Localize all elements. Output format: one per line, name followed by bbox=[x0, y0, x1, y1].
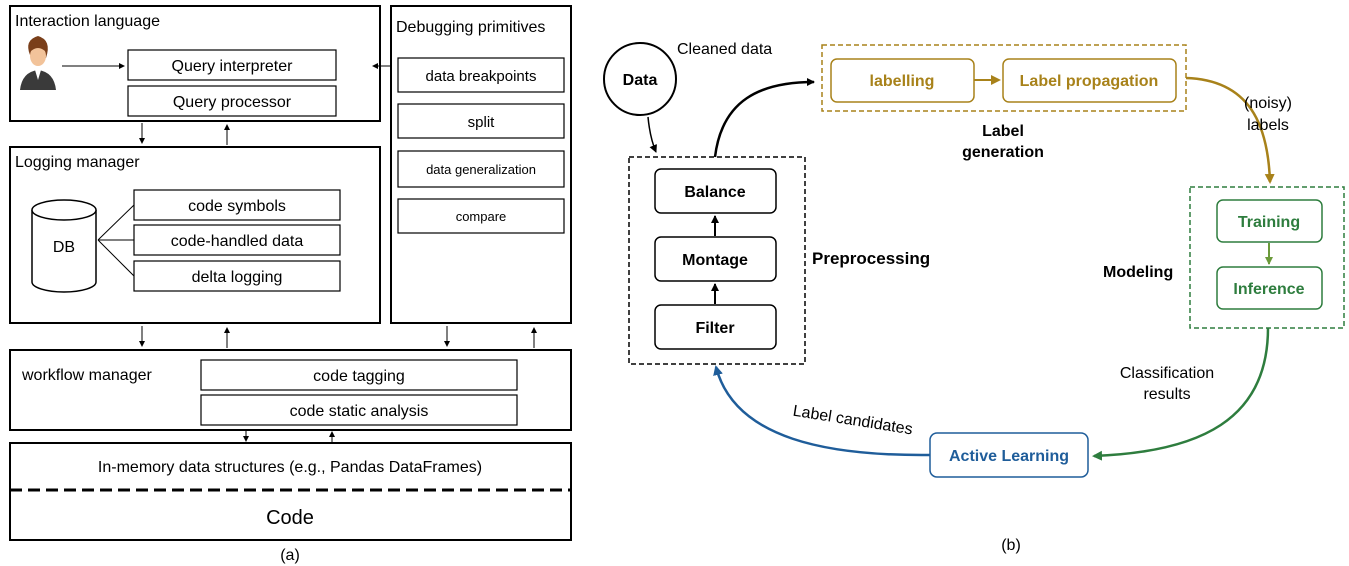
filter-node bbox=[654, 304, 777, 350]
active-learning-label: Active Learning bbox=[949, 448, 1069, 465]
interaction-language-title: Interaction language bbox=[15, 13, 160, 30]
results-to-active-learning-arrow bbox=[1092, 327, 1270, 461]
data-breakpoints-box bbox=[397, 57, 565, 93]
workflow-manager-title: workflow manager bbox=[21, 367, 153, 384]
data-generalization-box bbox=[397, 150, 565, 188]
code-symbols-label: code symbols bbox=[188, 198, 286, 215]
code-static-analysis-label: code static analysis bbox=[290, 403, 429, 420]
code-label: Code bbox=[266, 507, 314, 529]
data-node-label: Data bbox=[623, 72, 658, 89]
user-avatar-icon bbox=[20, 36, 56, 90]
noisy-labels-line1: (noisy) bbox=[1244, 95, 1292, 112]
code-handled-data-box bbox=[133, 224, 341, 256]
debugging-primitives-box: Debugging primitives data breakpoints sp… bbox=[390, 5, 572, 324]
workflow-manager-box: workflow manager code tagging code stati… bbox=[9, 349, 572, 431]
code-static-analysis-box bbox=[200, 394, 518, 426]
candidates-to-preprocessing-arrow bbox=[713, 365, 931, 457]
query-processor-box bbox=[127, 85, 337, 117]
db-link-line bbox=[97, 204, 135, 241]
data-generalization-label: data generalization bbox=[426, 162, 536, 177]
database-icon bbox=[31, 199, 97, 293]
query-processor-label: Query processor bbox=[173, 94, 292, 111]
noisy-labels-line2: labels bbox=[1247, 117, 1289, 134]
inference-label: Inference bbox=[1233, 281, 1304, 298]
code-tagging-box bbox=[200, 359, 518, 391]
balance-label: Balance bbox=[684, 184, 745, 201]
montage-label: Montage bbox=[682, 252, 748, 269]
query-interpreter-label: Query interpreter bbox=[172, 58, 294, 75]
debugging-primitives-title: Debugging primitives bbox=[396, 19, 545, 36]
inference-node bbox=[1216, 266, 1323, 310]
montage-node bbox=[654, 236, 777, 282]
delta-logging-box bbox=[133, 260, 341, 292]
interaction-language-box: Interaction language Query interpreter Q… bbox=[9, 5, 381, 122]
query-interpreter-box bbox=[127, 49, 337, 81]
label-generation-title-line1: Label bbox=[982, 123, 1024, 140]
architecture-diagram: Interaction language Query interpreter Q… bbox=[9, 5, 572, 564]
labels-to-modeling-arrow bbox=[1185, 76, 1275, 184]
in-memory-label: In-memory data structures (e.g., Pandas … bbox=[98, 459, 482, 476]
in-memory-code-box: In-memory data structures (e.g., Pandas … bbox=[9, 442, 572, 541]
label-propagation-node bbox=[1002, 58, 1177, 103]
split-box bbox=[397, 103, 565, 139]
preprocessing-title: Preprocessing bbox=[812, 249, 930, 268]
compare-label: compare bbox=[456, 209, 507, 224]
filter-label: Filter bbox=[695, 320, 734, 337]
labelling-label: labelling bbox=[870, 73, 935, 90]
data-breakpoints-label: data breakpoints bbox=[426, 68, 537, 85]
workflow-cycle-diagram: Data Cleaned data Balance Montage Filter… bbox=[603, 41, 1345, 554]
caption-a: (a) bbox=[280, 547, 300, 564]
split-label: split bbox=[468, 114, 496, 131]
db-link-line bbox=[97, 239, 135, 277]
preprocessing-to-labelling-arrow bbox=[713, 78, 815, 158]
label-candidates-label: Label candidates bbox=[792, 403, 914, 439]
cleaned-data-label: Cleaned data bbox=[677, 41, 772, 58]
data-to-preprocessing-arrow bbox=[647, 116, 657, 153]
label-generation-title-line2: generation bbox=[962, 144, 1044, 161]
logging-manager-title: Logging manager bbox=[15, 154, 140, 171]
balance-node bbox=[654, 168, 777, 214]
code-handled-data-label: code-handled data bbox=[171, 233, 304, 250]
classification-results-line2: results bbox=[1143, 386, 1190, 403]
db-label: DB bbox=[53, 239, 75, 256]
code-symbols-box bbox=[133, 189, 341, 221]
caption-b: (b) bbox=[1001, 537, 1021, 554]
modeling-title: Modeling bbox=[1103, 264, 1173, 281]
classification-results-line1: Classification bbox=[1120, 365, 1214, 382]
training-node bbox=[1216, 199, 1323, 243]
training-label: Training bbox=[1238, 214, 1300, 231]
compare-box bbox=[397, 198, 565, 234]
delta-logging-label: delta logging bbox=[192, 269, 283, 286]
label-propagation-label: Label propagation bbox=[1020, 73, 1159, 90]
data-node bbox=[603, 42, 677, 116]
code-tagging-label: code tagging bbox=[313, 368, 405, 385]
logging-manager-box: Logging manager DB code symbols code-han… bbox=[9, 146, 381, 324]
